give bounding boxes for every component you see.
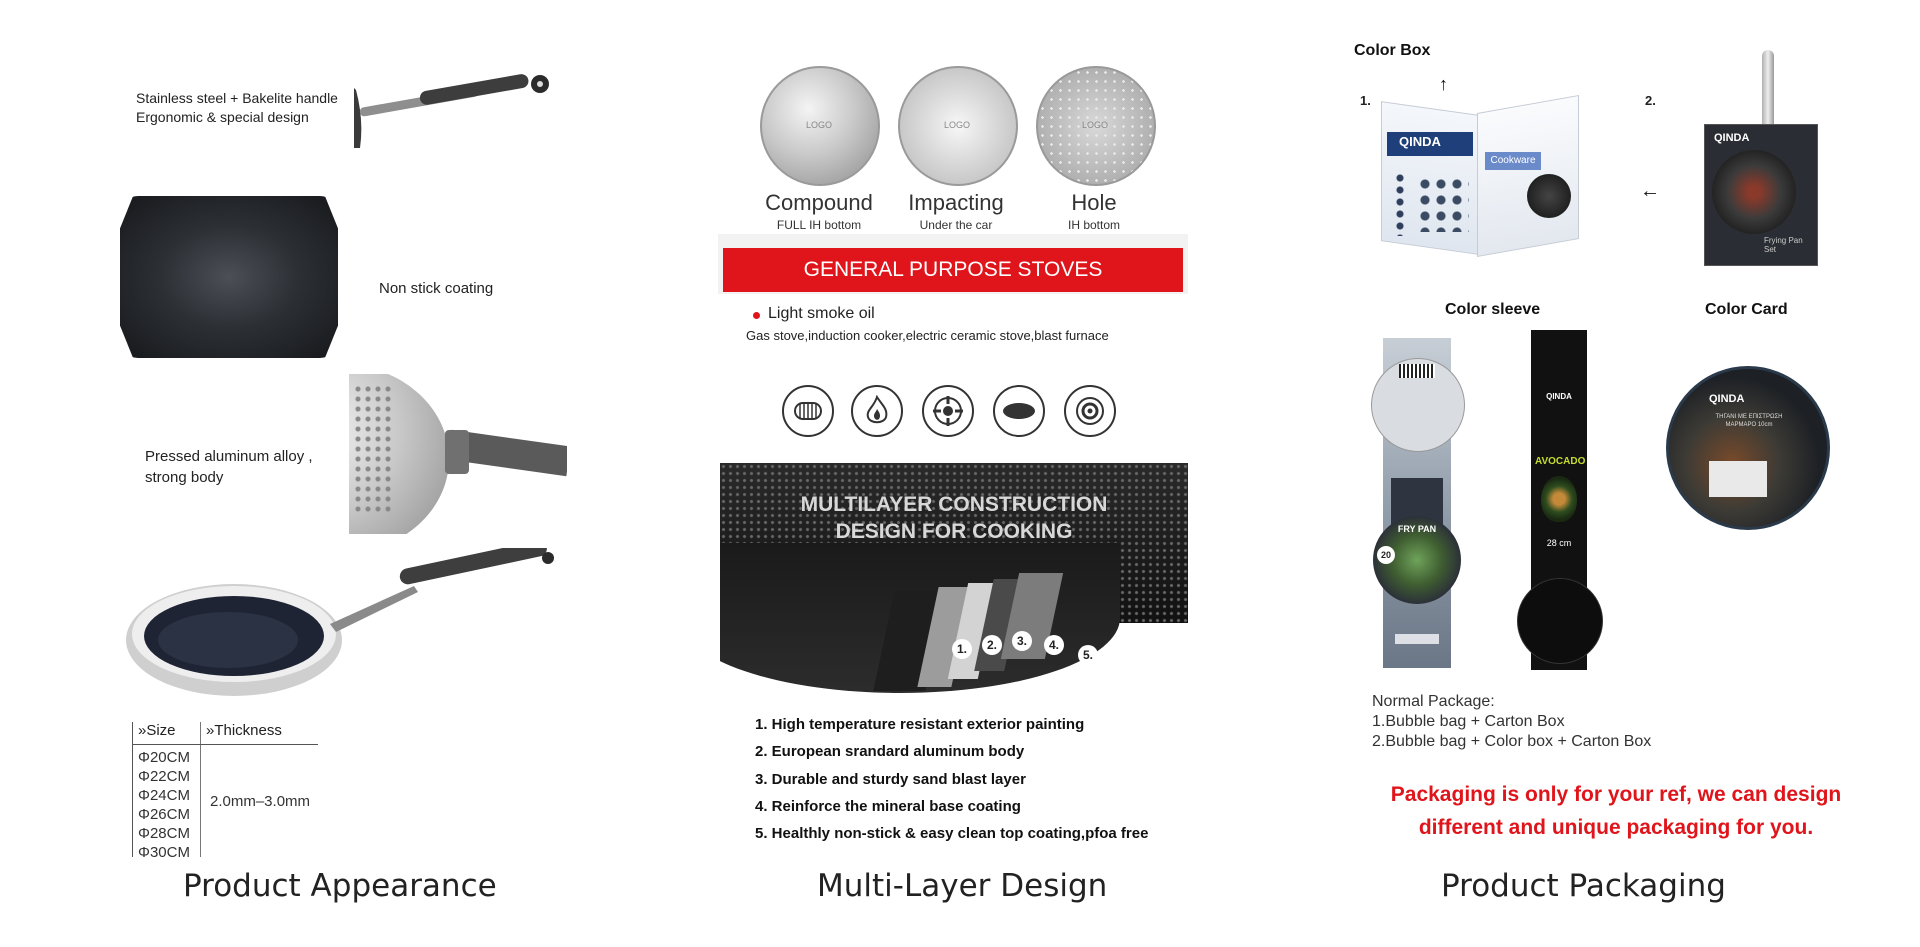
construction-title-line1: MULTILAYER CONSTRUCTION <box>800 493 1108 516</box>
color-sleeve-gray-image: FRY PAN 20 <box>1371 338 1465 668</box>
sleeve2-size: 28 cm <box>1546 538 1572 548</box>
handle-note-line2: Ergonomic & special design <box>136 109 309 125</box>
size-table: »Size »Thickness Φ20CM Φ22CM Φ24CM Φ26CM… <box>132 722 328 861</box>
coating-note: Non stick coating <box>379 280 494 297</box>
size-header: »Size <box>138 722 176 739</box>
size-value: Φ28CM <box>138 825 190 842</box>
color-card-image: QINDA ΤΗΓΑΝΙ ΜΕ ΕΠΙΣΤΡΩΣΗ ΜΑΡΜΑΡΟ 10cm <box>1666 366 1830 530</box>
brand-logo-text: QINDA <box>1714 132 1750 144</box>
handle-note: Stainless steel + Bakelite handle Ergono… <box>136 89 338 127</box>
bottom-subtitle: IH bottom <box>1067 218 1121 232</box>
impacting-bottom-image <box>898 66 1018 186</box>
brand-logo-text: QINDA <box>1709 393 1745 405</box>
nonstick-coating-image <box>120 196 338 358</box>
color-box-image: QINDA Cookware <box>1381 95 1581 257</box>
color-sleeve-label: Color sleeve <box>1445 301 1541 318</box>
color-box-with-window-image: QINDA Frying Pan Set <box>1698 50 1822 270</box>
brand-logo-text: QINDA <box>1546 392 1572 401</box>
logo-mark: LOGO <box>1082 120 1109 130</box>
feature-item: 5. Healthly non-stick & easy clean top c… <box>755 825 1149 842</box>
box-text: Cookware <box>1485 152 1541 170</box>
sleeve2-text: AVOCADO <box>1535 456 1586 467</box>
box2-text: Set <box>1764 245 1777 254</box>
gas-burner-icon <box>922 385 974 437</box>
color-sleeve-black-image: QINDA AVOCADO 28 cm <box>1517 330 1603 670</box>
feature-item: 2. European srandard aluminum body <box>755 743 1025 760</box>
induction-coil-icon <box>782 385 834 437</box>
feature-item: 4. Reinforce the mineral base coating <box>755 798 1021 815</box>
compound-bottom-image <box>760 66 880 186</box>
body-note-line2: strong body <box>145 469 224 486</box>
size-value: Φ24CM <box>138 787 190 804</box>
card-text: ΜΑΡΜΑΡΟ 10cm <box>1725 422 1773 428</box>
caption-product-packaging: Product Packaging <box>1441 868 1726 904</box>
thickness-header: »Thickness <box>206 722 282 739</box>
construction-title-line2: DESIGN FOR COOKING <box>835 520 1073 543</box>
packaging-note-line1: Packaging is only for your ref, we can d… <box>1390 783 1842 806</box>
layer-number: 2. <box>982 635 1002 655</box>
hot-plate-icon <box>1064 385 1116 437</box>
layer-number: 3. <box>1012 631 1032 651</box>
caption-product-appearance: Product Appearance <box>183 868 497 904</box>
normal-package-block: Normal Package: 1.Bubble bag + Carton Bo… <box>1372 692 1651 752</box>
body-note: Pressed aluminum alloy , strong body <box>145 446 313 488</box>
normal-package-option: 1.Bubble bag + Carton Box <box>1372 713 1565 730</box>
frying-pan-image <box>126 548 554 696</box>
layer-number: 5. <box>1078 645 1098 665</box>
package-number: 2. <box>1645 93 1656 108</box>
logo-mark: LOGO <box>944 120 971 130</box>
size-value: Φ22CM <box>138 768 190 785</box>
bottom-title: Impacting <box>908 190 1004 215</box>
logo-mark: LOGO <box>806 120 833 130</box>
brand-logo-text: QINDA <box>1399 134 1441 149</box>
feature-item: 3. Durable and sturdy sand blast layer <box>755 771 1026 788</box>
normal-package-option: 2.Bubble bag + Color box + Carton Box <box>1372 733 1652 750</box>
layer-number: 4. <box>1044 635 1064 655</box>
color-card-label: Color Card <box>1705 301 1788 318</box>
sleeve1-text: FRY PAN <box>1397 524 1437 534</box>
bottom-title: Compound <box>765 190 873 215</box>
bottom-subtitle: FULL IH bottom <box>776 218 862 232</box>
left-arrow-icon: ← <box>1640 180 1660 202</box>
size-value: Φ20CM <box>138 749 190 766</box>
aluminum-body-image <box>349 374 567 534</box>
packaging-note-line2: different and unique packaging for you. <box>1418 816 1814 839</box>
body-note-line1: Pressed aluminum alloy , <box>145 448 313 465</box>
feature-item: 1. High temperature resistant exterior p… <box>755 716 1085 733</box>
bottom-subtitle: Under the car <box>919 218 993 232</box>
handle-image <box>354 74 549 148</box>
size-value: Φ26CM <box>138 806 190 823</box>
card-text: ΤΗΓΑΝΙ ΜΕ ΕΠΙΣΤΡΩΣΗ <box>1715 414 1783 420</box>
size-value: Φ30CM <box>138 844 190 861</box>
flame-icon <box>851 385 903 437</box>
size-list: Φ20CM Φ22CM Φ24CM Φ26CM Φ28CM Φ30CM <box>138 748 190 862</box>
up-arrow-icon: ↑ <box>1439 74 1448 94</box>
thickness-value: 2.0mm–3.0mm <box>210 793 311 810</box>
ceramic-plate-icon <box>993 385 1045 437</box>
handle-note-line1: Stainless steel + Bakelite handle <box>136 90 338 106</box>
normal-package-title: Normal Package: <box>1372 693 1495 710</box>
packaging-custom-note: Packaging is only for your ref, we can d… <box>1336 778 1896 844</box>
package-number: 1. <box>1360 93 1371 108</box>
color-box-label: Color Box <box>1354 42 1431 59</box>
light-smoke-oil-label: Light smoke oil <box>768 305 875 322</box>
layer-number: 1. <box>952 639 972 659</box>
stove-types-text: Gas stove,induction cooker,electric cera… <box>746 328 1109 343</box>
bottom-title: Hole <box>1071 190 1117 215</box>
box2-text: Frying Pan <box>1764 236 1803 245</box>
sleeve1-size: 20 <box>1377 546 1395 564</box>
hole-bottom-image <box>1036 66 1156 186</box>
bullet-dot-icon <box>753 312 760 319</box>
multilayer-construction-image: MULTILAYER CONSTRUCTION DESIGN FOR COOKI… <box>720 463 1188 698</box>
general-purpose-stoves-banner: GENERAL PURPOSE STOVES <box>723 248 1183 292</box>
caption-multi-layer-design: Multi-Layer Design <box>817 868 1108 904</box>
